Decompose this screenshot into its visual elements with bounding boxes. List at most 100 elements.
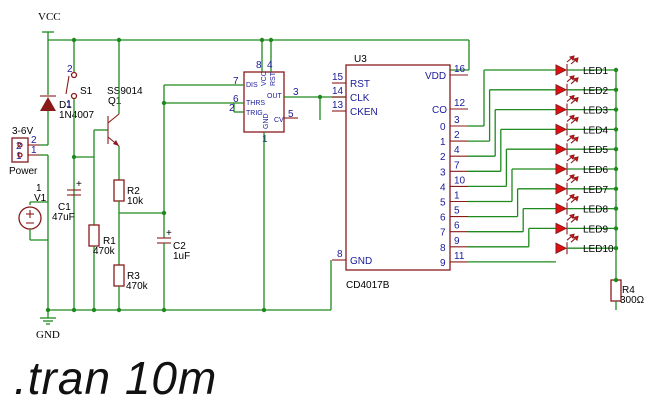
svg-text:14: 14 [332, 86, 344, 97]
r2-value: 10k [127, 196, 144, 207]
led-6: LED6 [555, 154, 619, 176]
gnd-label: GND [36, 329, 60, 341]
output-pin-number: 9 [454, 236, 460, 247]
d1-ref: D1 [59, 100, 72, 111]
output-name: 7 [440, 228, 446, 239]
svg-text:VDD: VDD [425, 71, 446, 82]
led-label: LED9 [583, 224, 608, 235]
output-name: 5 [440, 198, 446, 209]
output-pin-0: 03 [440, 115, 468, 133]
output-wire-4 [468, 148, 556, 188]
output-wire-6 [468, 188, 556, 218]
c2-ref: C2 [173, 241, 186, 252]
output-name: 2 [440, 152, 446, 163]
output-name: 0 [440, 122, 446, 133]
u3-ref: U3 [354, 54, 367, 65]
r3-value: 470k [126, 281, 149, 292]
output-pin-number: 1 [454, 191, 460, 202]
q1-value: SS9014 [107, 86, 143, 97]
led-label: LED10 [583, 244, 614, 255]
gnd-rail: GND [36, 309, 331, 341]
svg-text:2: 2 [67, 64, 73, 75]
svg-text:TRIG: TRIG [246, 110, 263, 117]
svg-text:1: 1 [262, 134, 268, 145]
led-label: LED5 [583, 145, 608, 156]
svg-text:2: 2 [31, 135, 37, 146]
svg-text:CLK: CLK [350, 93, 370, 104]
output-name: 4 [440, 182, 446, 193]
output-pin-number: 11 [454, 251, 465, 262]
output-pin-number: 2 [454, 130, 460, 141]
output-pin-9: 9 11 [440, 251, 468, 269]
svg-text:GND: GND [263, 113, 270, 129]
simulation-command: .tran 10m [14, 352, 218, 404]
svg-text:4: 4 [267, 60, 273, 71]
output-wire-3 [468, 128, 556, 172]
output-name: 6 [440, 213, 446, 224]
svg-text:1: 1 [66, 99, 72, 110]
led-7: LED7 [555, 174, 619, 196]
output-name: 1 [440, 137, 446, 148]
svg-text:CV: CV [274, 117, 284, 124]
output-pin-7: 76 [440, 221, 468, 239]
svg-text:GND: GND [350, 256, 372, 267]
output-pin-1: 12 [440, 130, 468, 148]
led-10: LED10 [555, 233, 619, 255]
svg-text:2: 2 [229, 103, 235, 114]
voltage-source-v1: 1 V1 [18, 183, 48, 241]
power-connector: 3-6V 2 1 2 1 Power [9, 126, 40, 177]
led-label: LED2 [583, 86, 608, 97]
output-pin-number: 4 [454, 145, 460, 156]
output-name: 9 [440, 258, 446, 269]
output-wire-2 [468, 108, 556, 157]
output-pin-6: 65 [440, 206, 468, 224]
output-wire-7 [468, 207, 556, 233]
output-pin-8: 89 [440, 236, 468, 254]
led-label: LED7 [583, 185, 608, 196]
led-5: LED5 [555, 134, 619, 156]
svg-text:CKEN: CKEN [350, 107, 378, 118]
svg-text:8: 8 [337, 249, 343, 260]
svg-text:5: 5 [288, 109, 294, 120]
led-label: LED6 [583, 165, 608, 176]
led-3: LED3 [555, 94, 619, 117]
junction-dots [45, 37, 619, 313]
svg-text:CO: CO [432, 105, 447, 116]
r3-ref: R3 [127, 271, 140, 282]
svg-text:+: + [166, 228, 172, 239]
c2-value: 1uF [173, 251, 190, 262]
svg-text:16: 16 [454, 64, 466, 75]
output-pin-number: 10 [454, 175, 466, 186]
c1-ref: C1 [58, 202, 71, 213]
output-pin-number: 6 [454, 221, 460, 232]
timer-555: 7 6 2 DIS THRS TRIG 8 4 VCC RST OUT 3 CV… [163, 40, 346, 310]
svg-text:DIS: DIS [246, 82, 258, 89]
resistor-r1: R1 470k [74, 156, 116, 310]
svg-text:3: 3 [293, 87, 299, 98]
output-pin-4: 4 10 [440, 175, 468, 193]
capacitor-c1: + C1 47uF [52, 179, 82, 223]
svg-text:6: 6 [233, 94, 239, 105]
led-2: LED2 [555, 75, 619, 97]
transistor-q1: SS9014 Q1 [93, 40, 143, 180]
svg-text:1: 1 [31, 145, 37, 156]
counter-cd4017: U3 CD4017B 15 RST 14 CLK 13 CKEN 8 GND 1… [330, 54, 468, 310]
switch-s1: 2 1 S1 [65, 40, 93, 310]
led-4: LED4 [555, 114, 619, 136]
svg-text:THRS: THRS [246, 100, 265, 107]
led-label: LED8 [583, 205, 608, 216]
svg-text:RST: RST [350, 79, 370, 90]
svg-text:7: 7 [233, 76, 239, 87]
led-label: LED4 [583, 125, 608, 136]
svg-text:VCC: VCC [261, 71, 268, 86]
c1-value: 47uF [52, 212, 75, 223]
d1-value: 1N4007 [59, 110, 94, 121]
output-name: 3 [440, 167, 446, 178]
svg-text:1: 1 [36, 183, 42, 194]
led-9: LED9 [555, 213, 619, 235]
r2-ref: R2 [127, 186, 140, 197]
r1-value: 470k [93, 246, 116, 257]
svg-text:8: 8 [256, 60, 262, 71]
